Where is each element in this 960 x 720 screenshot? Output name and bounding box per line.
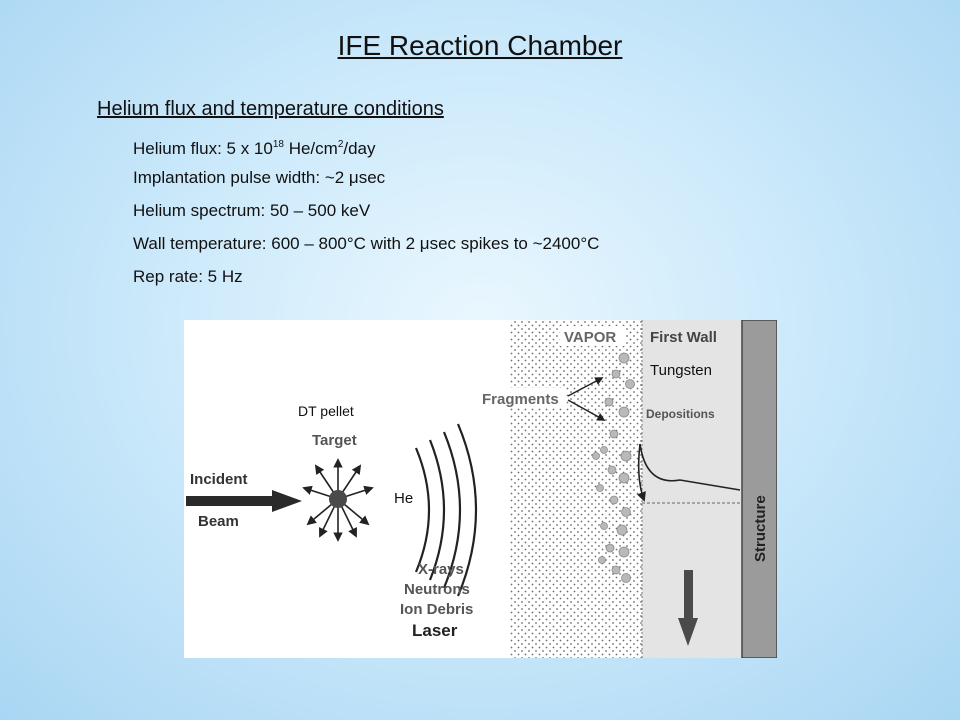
conditions-list: Helium flux: 5 x 1018 He/cm2/day Implant… xyxy=(133,134,599,299)
helium-label: He xyxy=(394,490,413,507)
dt-pellet-label: DT pellet xyxy=(298,403,354,419)
laser-label: Laser xyxy=(412,621,458,640)
target-label: Target xyxy=(312,432,357,449)
structure-bar xyxy=(741,320,777,658)
incident-label: Incident xyxy=(190,471,248,488)
structure-label: Structure xyxy=(752,495,769,562)
down-arrow xyxy=(678,570,698,646)
ion-debris-label: Ion Debris xyxy=(400,601,473,618)
fragment-arrows xyxy=(567,377,606,421)
helium-flux-item: Helium flux: 5 x 1018 He/cm2/day xyxy=(133,139,376,158)
reaction-chamber-figure: Incident Beam DT pellet Target He X-rays… xyxy=(184,320,777,658)
vapor-label: VAPOR xyxy=(564,329,616,346)
section-heading: Helium flux and temperature conditions xyxy=(97,98,444,120)
beam-label: Beam xyxy=(198,513,239,530)
helium-spectrum-item: Helium spectrum: 50 – 500 keV xyxy=(133,201,371,220)
pulse-width-item: Implantation pulse width: ~2 μsec xyxy=(133,168,386,187)
incident-beam-arrow xyxy=(186,490,302,512)
depositions-label: Depositions xyxy=(646,407,715,421)
xrays-label: X-rays xyxy=(418,561,464,578)
tungsten-label: Tungsten xyxy=(650,362,712,379)
vapor-droplets xyxy=(592,352,635,583)
first-wall-label: First Wall xyxy=(650,329,717,346)
vapor-region xyxy=(510,320,642,658)
rep-rate-item: Rep rate: 5 Hz xyxy=(133,267,243,286)
fragments-label: Fragments xyxy=(482,391,559,408)
target-pellet xyxy=(302,458,374,542)
radiation-waves xyxy=(414,423,478,597)
neutrons-label: Neutrons xyxy=(404,581,470,598)
slide-title: IFE Reaction Chamber xyxy=(337,30,623,61)
deposition-profile-curve xyxy=(636,443,742,504)
wall-temperature-item: Wall temperature: 600 – 800°C with 2 μse… xyxy=(133,234,600,253)
